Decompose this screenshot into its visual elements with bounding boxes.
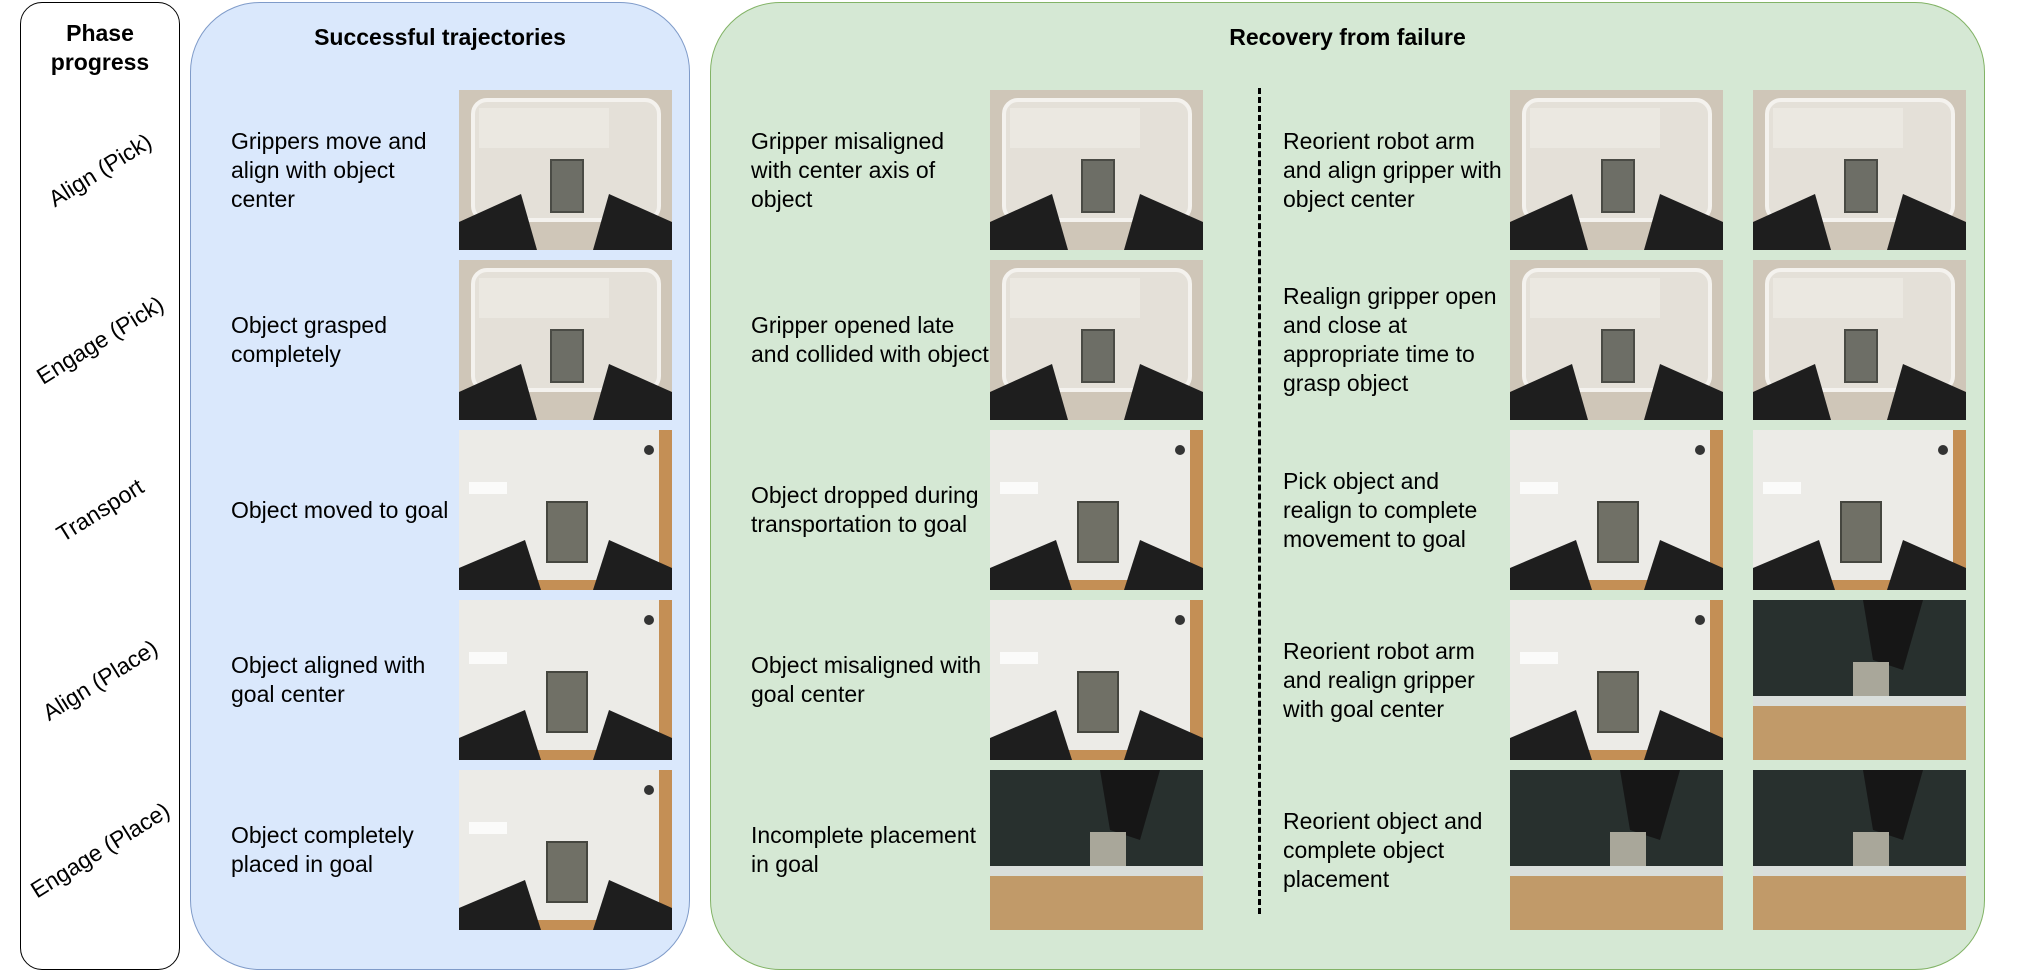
robot-camera-image xyxy=(459,600,672,760)
robot-camera-image xyxy=(1510,260,1723,420)
successful-trajectories-title: Successful trajectories xyxy=(314,24,566,50)
robot-camera-image xyxy=(1510,770,1723,930)
robot-camera-image xyxy=(459,90,672,250)
failure-description: Gripper opened late and collided with ob… xyxy=(751,312,989,367)
failure-description: Incomplete placement in goal xyxy=(751,822,977,877)
robot-camera-image xyxy=(459,770,672,930)
robot-camera-image xyxy=(1510,430,1723,590)
recovery-description: Reorient object and complete object plac… xyxy=(1283,807,1483,892)
recovery-from-failure-title: Recovery from failure xyxy=(1229,24,1466,50)
robot-camera-image xyxy=(1510,90,1723,250)
robot-camera-image xyxy=(990,260,1203,420)
success-description: Object completely placed in goal xyxy=(231,822,414,877)
success-description: Object aligned with goal center xyxy=(231,652,426,707)
recovery-description: Reorient robot arm and realign gripper w… xyxy=(1283,637,1475,722)
failure-description: Object misaligned with goal center xyxy=(751,652,982,707)
phase-progress-title-line1: Phase xyxy=(66,20,134,46)
success-description: Object moved to goal xyxy=(231,496,449,523)
robot-camera-image xyxy=(1753,770,1966,930)
success-description: Grippers move and align with object cent… xyxy=(231,127,427,212)
robot-camera-image xyxy=(990,600,1203,760)
robot-camera-image xyxy=(990,90,1203,250)
phase-progress-panel: Phase progress xyxy=(20,2,180,970)
robot-camera-image xyxy=(1753,260,1966,420)
recovery-description: Reorient robot arm and align gripper wit… xyxy=(1283,127,1502,212)
phase-progress-title: Phase progress xyxy=(21,19,179,77)
robot-camera-image xyxy=(1753,90,1966,250)
recovery-description: Realign gripper open and close at approp… xyxy=(1283,283,1497,396)
phase-progress-title-line2: progress xyxy=(50,49,150,75)
failure-description: Gripper misaligned with center axis of o… xyxy=(751,127,945,212)
recovery-description: Pick object and realign to complete move… xyxy=(1283,467,1478,552)
failure-recovery-divider xyxy=(1258,88,1261,914)
robot-camera-image xyxy=(1753,430,1966,590)
robot-camera-image xyxy=(990,770,1203,930)
robot-camera-image xyxy=(990,430,1203,590)
failure-description: Object dropped during transportation to … xyxy=(751,482,979,537)
robot-camera-image xyxy=(459,430,672,590)
robot-camera-image xyxy=(1753,600,1966,760)
robot-camera-image xyxy=(459,260,672,420)
success-description: Object grasped completely xyxy=(231,312,387,367)
robot-camera-image xyxy=(1510,600,1723,760)
